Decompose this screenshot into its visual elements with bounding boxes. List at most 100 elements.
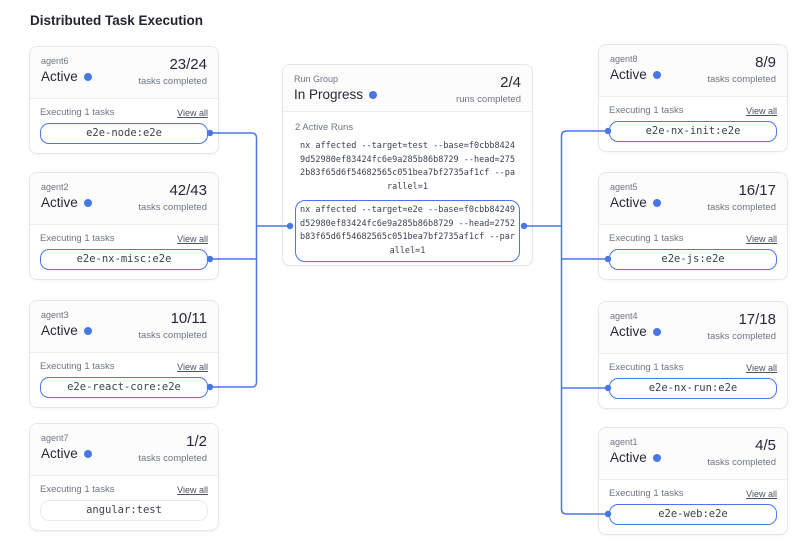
tasks-count: 10/11 (170, 310, 207, 327)
task-pill[interactable]: e2e-js:e2e (609, 249, 777, 270)
active-runs-label: 2 Active Runs (295, 122, 354, 133)
tasks-count: 4/5 (755, 437, 776, 454)
runs-completed-label: runs completed (456, 94, 521, 105)
tasks-count: 8/9 (755, 54, 776, 71)
agent-status: Active (610, 195, 647, 210)
tasks-completed-label: tasks completed (138, 330, 207, 341)
run-command[interactable]: nx affected --target=test --base=f0cbb84… (300, 141, 515, 192)
agent-name: agent4 (610, 311, 638, 321)
agent-card-header: agent6 Active 23/24 tasks completed (30, 47, 218, 99)
tasks-count: 17/18 (738, 311, 776, 328)
tasks-completed-label: tasks completed (138, 76, 207, 87)
agent-card-body: Executing 1 tasks View all e2e-nx-init:e… (599, 97, 787, 142)
view-all-link[interactable]: View all (177, 484, 208, 495)
agent-card-agent6: agent6 Active 23/24 tasks completed Exec… (29, 46, 219, 154)
executing-label: Executing 1 tasks (40, 107, 115, 118)
agent-card-agent2: agent2 Active 42/43 tasks completed Exec… (29, 172, 219, 280)
executing-label: Executing 1 tasks (609, 105, 684, 116)
view-all-link[interactable]: View all (746, 488, 777, 499)
agent-card-body: Executing 1 tasks View all e2e-react-cor… (30, 353, 218, 398)
page-title: Distributed Task Execution (30, 13, 204, 28)
agent-card-body: Executing 1 tasks View all e2e-nx-run:e2… (599, 354, 787, 399)
agent-card-body: Executing 1 tasks View all angular:test (30, 476, 218, 521)
tasks-count: 1/2 (186, 433, 207, 450)
run-command-highlighted[interactable]: nx affected --target=e2e --base=f0cbb842… (295, 200, 520, 262)
task-pill[interactable]: e2e-nx-run:e2e (609, 378, 777, 399)
tasks-count: 42/43 (169, 182, 207, 199)
status-dot-icon (83, 198, 92, 207)
tasks-completed-label: tasks completed (707, 457, 776, 468)
agent-status: Active (41, 69, 78, 84)
status-dot-icon (652, 453, 661, 462)
executing-label: Executing 1 tasks (40, 484, 115, 495)
agent-card-agent3: agent3 Active 10/11 tasks completed Exec… (29, 300, 219, 408)
agent-card-header: agent2 Active 42/43 tasks completed (30, 173, 218, 225)
executing-label: Executing 1 tasks (609, 233, 684, 244)
executing-label: Executing 1 tasks (609, 488, 684, 499)
agent-status: Active (610, 324, 647, 339)
status-dot-icon (83, 72, 92, 81)
agent-card-agent1: agent1 Active 4/5 tasks completed Execut… (598, 427, 788, 535)
run-group-card: Run Group In Progress 2/4 runs completed… (282, 64, 533, 266)
tasks-completed-label: tasks completed (707, 74, 776, 85)
agent-card-header: agent1 Active 4/5 tasks completed (599, 428, 787, 480)
agent-card-agent5: agent5 Active 16/17 tasks completed Exec… (598, 172, 788, 280)
view-all-link[interactable]: View all (746, 105, 777, 116)
task-pill[interactable]: angular:test (40, 500, 208, 521)
task-pill[interactable]: e2e-nx-misc:e2e (40, 249, 208, 270)
task-pill[interactable]: e2e-web:e2e (609, 504, 777, 525)
executing-label: Executing 1 tasks (40, 233, 115, 244)
task-pill[interactable]: e2e-node:e2e (40, 123, 208, 144)
tasks-count: 16/17 (738, 182, 776, 199)
agent-card-header: agent4 Active 17/18 tasks completed (599, 302, 787, 354)
agent-name: agent2 (41, 182, 69, 192)
tasks-completed-label: tasks completed (138, 453, 207, 464)
agent-card-body: Executing 1 tasks View all e2e-js:e2e (599, 225, 787, 270)
run-group-body: 2 Active Runs nx affected --target=test … (283, 112, 532, 262)
executing-label: Executing 1 tasks (40, 361, 115, 372)
agent-name: agent8 (610, 54, 638, 64)
agent-name: agent6 (41, 56, 69, 66)
view-all-link[interactable]: View all (177, 233, 208, 244)
view-all-link[interactable]: View all (746, 233, 777, 244)
runs-count: 2/4 (500, 74, 521, 91)
agent-card-body: Executing 1 tasks View all e2e-node:e2e (30, 99, 218, 144)
tasks-count: 23/24 (169, 56, 207, 73)
run-group-label: Run Group (294, 74, 339, 84)
agent-name: agent7 (41, 433, 69, 443)
view-all-link[interactable]: View all (746, 362, 777, 373)
agent-card-agent7: agent7 Active 1/2 tasks completed Execut… (29, 423, 219, 531)
agent-status: Active (41, 446, 78, 461)
agent-card-header: agent3 Active 10/11 tasks completed (30, 301, 218, 353)
status-dot-icon (652, 70, 661, 79)
executing-label: Executing 1 tasks (609, 362, 684, 373)
agent-status: Active (41, 323, 78, 338)
agent-status: Active (41, 195, 78, 210)
task-pill[interactable]: e2e-nx-init:e2e (609, 121, 777, 142)
agent-card-agent4: agent4 Active 17/18 tasks completed Exec… (598, 301, 788, 409)
agent-card-header: agent7 Active 1/2 tasks completed (30, 424, 218, 476)
tasks-completed-label: tasks completed (707, 202, 776, 213)
agent-name: agent1 (610, 437, 638, 447)
run-group-header: Run Group In Progress 2/4 runs completed (283, 65, 532, 112)
tasks-completed-label: tasks completed (707, 331, 776, 342)
agent-card-agent8: agent8 Active 8/9 tasks completed Execut… (598, 44, 788, 152)
agent-card-body: Executing 1 tasks View all e2e-nx-misc:e… (30, 225, 218, 270)
task-pill[interactable]: e2e-react-core:e2e (40, 377, 208, 398)
agent-status: Active (610, 67, 647, 82)
agent-card-header: agent5 Active 16/17 tasks completed (599, 173, 787, 225)
agent-name: agent5 (610, 182, 638, 192)
agent-card-header: agent8 Active 8/9 tasks completed (599, 45, 787, 97)
view-all-link[interactable]: View all (177, 107, 208, 118)
status-dot-icon (83, 449, 92, 458)
agent-card-body: Executing 1 tasks View all e2e-web:e2e (599, 480, 787, 525)
tasks-completed-label: tasks completed (138, 202, 207, 213)
run-group-status: In Progress (294, 87, 364, 102)
view-all-link[interactable]: View all (177, 361, 208, 372)
status-dot-icon (652, 198, 661, 207)
status-dot-icon (83, 326, 92, 335)
agent-name: agent3 (41, 310, 69, 320)
status-dot-icon (369, 90, 378, 99)
agent-status: Active (610, 450, 647, 465)
status-dot-icon (652, 327, 661, 336)
